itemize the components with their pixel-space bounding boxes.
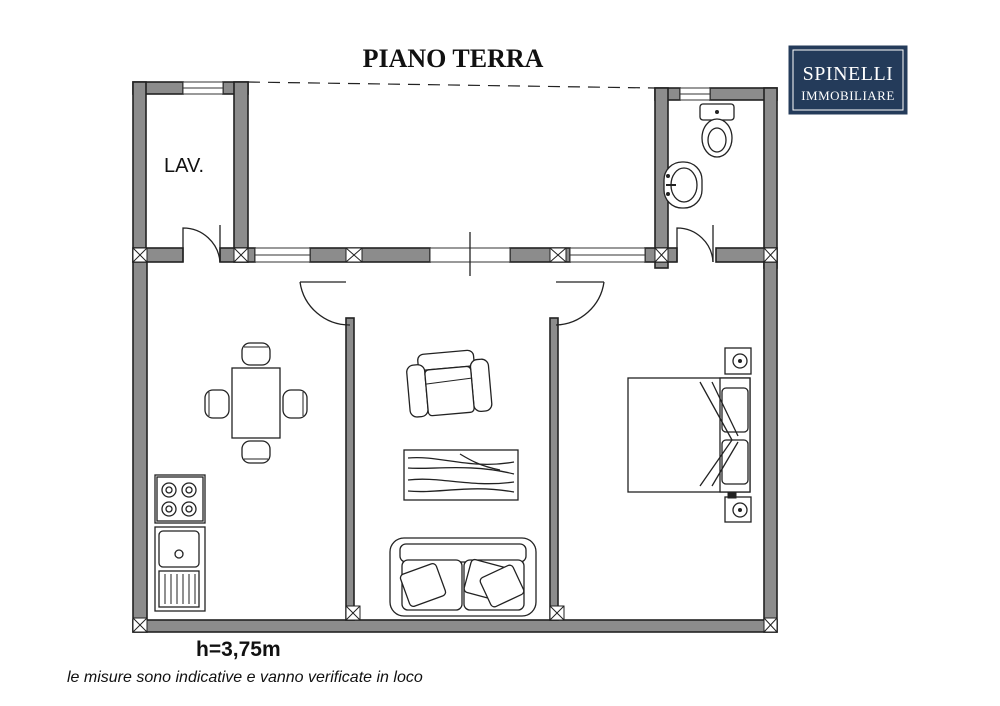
laundry-room-label: LAV. <box>164 155 204 177</box>
plan-title: PIANO TERRA <box>363 44 544 73</box>
double-bed <box>627 377 751 493</box>
dining-table <box>204 342 308 464</box>
toilet <box>699 103 735 158</box>
logo-line-1: SPINELLI <box>803 63 894 85</box>
nightstand-top <box>724 347 752 375</box>
disclaimer-note: le misure sono indicative e vanno verifi… <box>67 669 423 686</box>
agency-logo: SPINELLI IMMOBILIARE <box>788 45 908 115</box>
coffee-table <box>403 449 519 501</box>
nightstand-bottom <box>724 489 752 523</box>
ceiling-height-label: h=3,75m <box>196 638 281 661</box>
armchair <box>406 349 493 418</box>
cooktop <box>154 474 206 524</box>
kitchen-sink <box>154 526 206 612</box>
structural-columns <box>132 247 778 633</box>
logo-line-2: IMMOBILIARE <box>801 88 895 103</box>
door-swings <box>182 225 714 326</box>
open-area-line <box>247 81 656 89</box>
sofa <box>389 537 537 617</box>
windows <box>182 81 711 276</box>
bathroom-sink <box>663 161 703 209</box>
